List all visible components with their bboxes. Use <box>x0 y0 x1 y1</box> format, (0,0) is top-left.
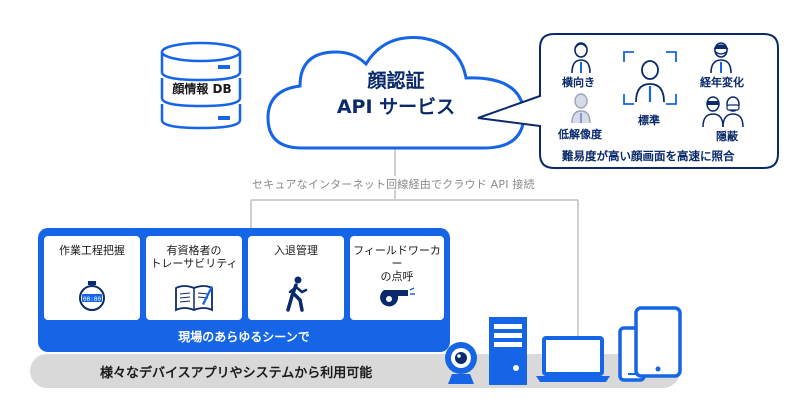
face-variation-callout <box>477 33 779 169</box>
label-low-resolution: 低解像度 <box>558 128 602 141</box>
database-icon <box>160 41 242 130</box>
scene-card-title: 入退管理 <box>274 244 318 257</box>
face-panel-caption: 難易度が高い顔画面を高速に照合 <box>562 149 735 163</box>
face-low-resolution-icon <box>571 93 591 124</box>
laptop-icon <box>536 336 610 382</box>
scene-card-work-process: 作業工程把握 00:00 <box>44 236 140 320</box>
label-standard: 標準 <box>638 114 660 127</box>
face-side-icon <box>571 42 591 74</box>
tablet-icon <box>634 306 682 378</box>
whistle-icon <box>380 287 415 307</box>
webcam-icon <box>445 342 477 384</box>
label-aging: 経年変化 <box>700 76 744 89</box>
notebook-icon <box>175 285 213 312</box>
cloud-title-line2: API サービス <box>336 96 456 118</box>
scene-card-title: 作業工程把握 <box>59 244 125 257</box>
cloud-title-line1: 顔認証 <box>367 70 425 92</box>
face-occluded-icon <box>702 96 744 128</box>
scene-card-title: 有資格者の トレーサビリティ <box>150 244 238 270</box>
server-icon <box>489 317 527 385</box>
scene-card-access-control: 入退管理 <box>248 236 344 320</box>
database-label: 顔情報 DB <box>172 82 232 96</box>
label-side-view: 横向き <box>562 76 595 89</box>
walking-person-icon <box>286 276 308 312</box>
scene-card-title: フィールドワーカー の点呼 <box>353 244 441 283</box>
face-aging-icon <box>710 42 732 74</box>
devices-label: 様々なデバイスアプリやシステムから利用可能 <box>100 366 373 381</box>
scenes-label: 現場のあらゆるシーンで <box>178 330 310 344</box>
network-label: セキュアなインターネット回線経由でクラウド API 接続 <box>252 178 535 191</box>
svg-text:00:00: 00:00 <box>83 296 101 303</box>
face-standard-icon <box>623 51 677 105</box>
scene-card-traceability: 有資格者の トレーサビリティ <box>146 236 242 320</box>
scene-card-field-worker-rollcall: フィールドワーカー の点呼 <box>350 236 444 320</box>
label-occluded: 隠蔽 <box>716 130 738 143</box>
stopwatch-icon: 00:00 <box>79 281 105 311</box>
